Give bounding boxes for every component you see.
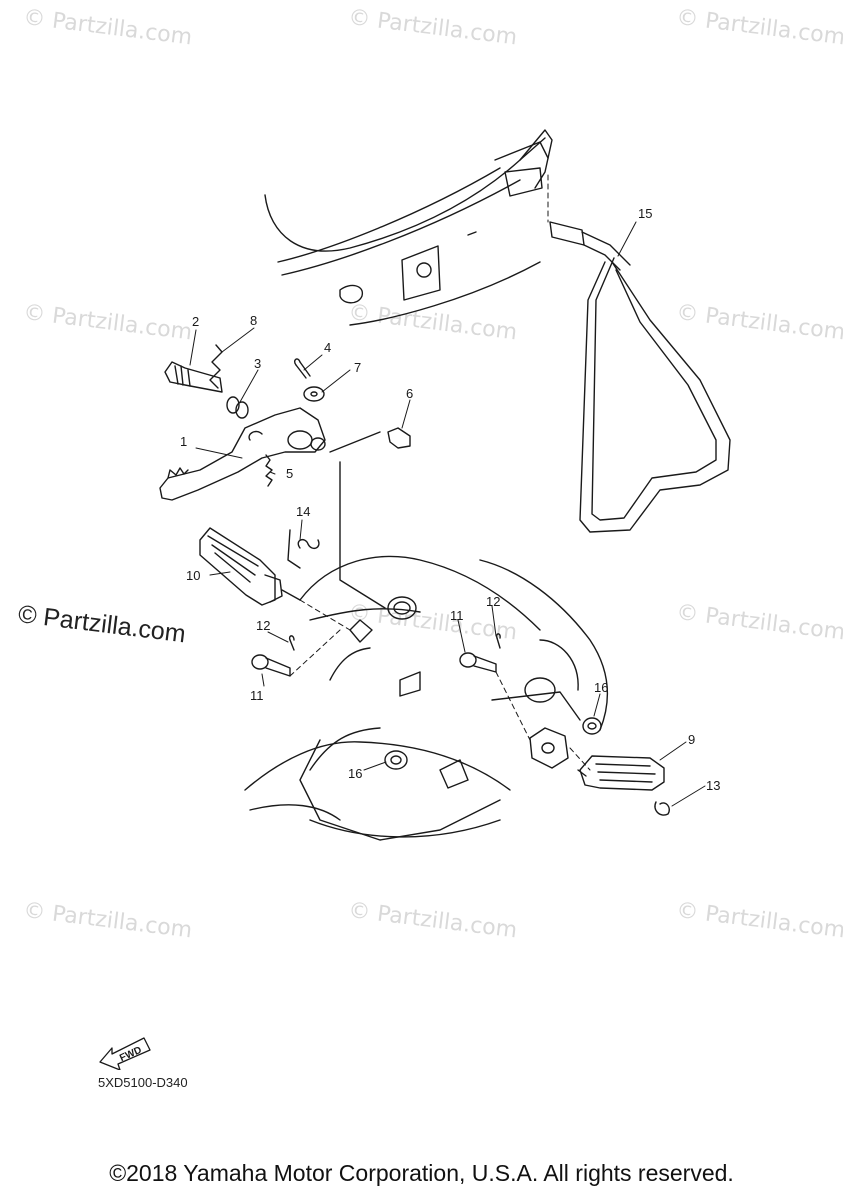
callout-8: 8 (250, 313, 257, 328)
callout-3: 3 (254, 356, 261, 371)
bolt-part-11-left (251, 654, 291, 677)
callout-4: 4 (324, 340, 331, 355)
pivot-shaft-part-2 (164, 361, 223, 393)
callout-13: 13 (706, 778, 720, 793)
pin-part-6 (387, 427, 411, 449)
clip-part-13 (654, 801, 670, 816)
callout-11-right: 11 (450, 608, 464, 623)
callout-6: 6 (406, 386, 413, 401)
callout-5: 5 (286, 466, 293, 481)
stand-part-15 (549, 221, 731, 533)
footrest-part-9 (577, 755, 665, 791)
callout-11-left: 11 (250, 688, 264, 703)
fwd-label: FWD (118, 1045, 143, 1064)
washer-part-16-right (582, 717, 602, 735)
alignment-lines (289, 174, 591, 771)
callout-16-right: 16 (594, 680, 608, 695)
engine-outline (244, 555, 609, 841)
brake-pedal-part-1 (159, 407, 386, 609)
callout-leaders (189, 221, 706, 807)
callout-labels: 1 2 3 4 5 6 7 8 10 11 12 14 15 11 12 16 … (180, 206, 720, 793)
fwd-arrow-icon: FWD (99, 1037, 151, 1070)
callout-15: 15 (638, 206, 652, 221)
frame-outline (264, 129, 553, 326)
footrest-part-10 (199, 527, 301, 606)
callout-1: 1 (180, 434, 187, 449)
footrest-bracket (529, 727, 569, 769)
circlip-part-3 (226, 396, 249, 419)
callout-16-left: 16 (348, 766, 362, 781)
callout-10: 10 (186, 568, 200, 583)
callout-9: 9 (688, 732, 695, 747)
callout-7: 7 (354, 360, 361, 375)
spring-part-14 (287, 529, 320, 569)
callout-14: 14 (296, 504, 310, 519)
callout-12-right: 12 (486, 594, 500, 609)
diagram-code: 5XD5100-D340 (98, 1075, 188, 1090)
bolt-part-11-right (459, 652, 497, 673)
copyright-notice: ©2018 Yamaha Motor Corporation, U.S.A. A… (109, 1160, 734, 1186)
spring-part-5 (265, 454, 273, 487)
cotter-pin-part-12-left (288, 635, 295, 651)
callout-12-left: 12 (256, 618, 270, 633)
spring-clip-part-8 (209, 344, 223, 389)
callout-2: 2 (192, 314, 199, 329)
washer-part-7 (303, 386, 325, 402)
cotter-pin-part-4 (293, 358, 311, 379)
cotter-pin-part-12-right (495, 633, 501, 649)
